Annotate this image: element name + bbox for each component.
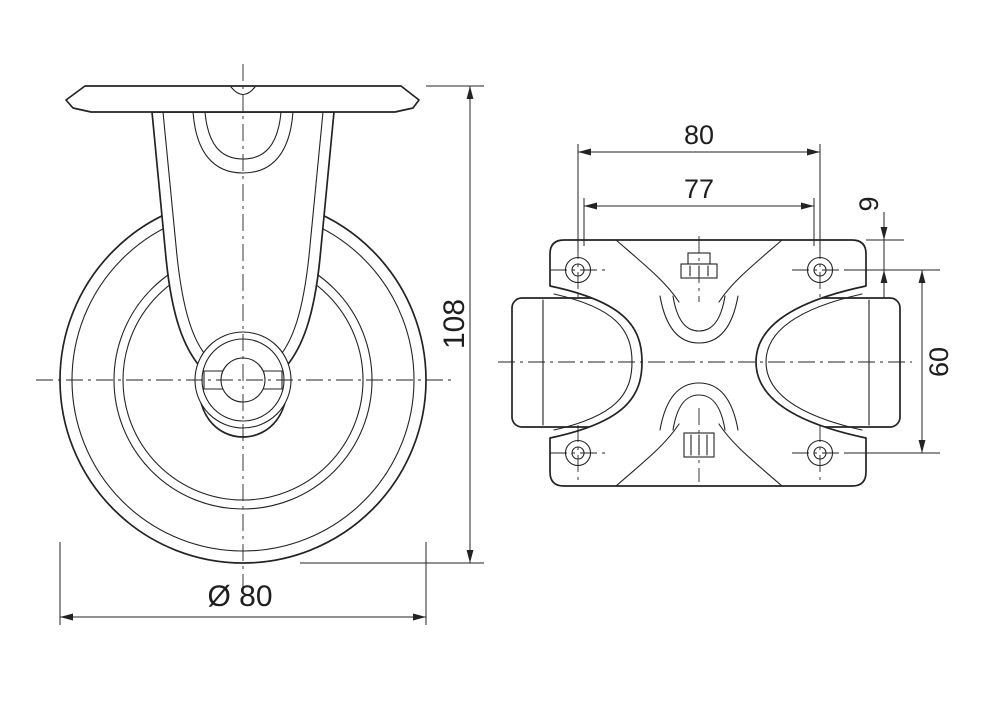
dim-label-60: 60 [924,347,954,377]
fork-leg-bottom-inner [672,394,726,431]
mounting-plate-side [65,85,420,113]
waist-inner-right [765,293,863,431]
fork-leg-bottom-outer [659,382,739,431]
dimension-inner-width-77: 77 [583,174,815,246]
dim-label-80: 80 [684,120,714,150]
bolt-hole-bottom-left [550,425,606,481]
centerlines-top-view [498,236,912,482]
centerlines-side-view [36,64,452,602]
rib-bottom-left [615,423,680,487]
dim-label-height: 108 [438,299,471,349]
dimension-edge-offset-9: 9 [854,196,904,298]
dimension-wheel-diameter: Ø 80 [59,542,427,625]
top-view: 80 77 9 60 [498,120,954,487]
fork-leg-top-inner [672,295,726,332]
dim-label-9: 9 [854,196,884,211]
rib-bottom-right [718,423,783,487]
dimension-plate-width-80: 80 [577,120,821,252]
mounting-plate-top [549,239,867,487]
dimension-overall-height: 108 [300,85,484,564]
bolt-holes [550,242,848,481]
fork-inner-edge-left [162,111,208,358]
fork-leg-top-outer [659,295,739,344]
dimension-hole-spacing-60: 60 [846,269,954,454]
fork-inner-edge-right [278,111,324,358]
rib-top-right [718,239,783,303]
rib-top-left [615,239,680,303]
dome-outer-arc [192,111,294,174]
bolt-hole-top-right [792,242,848,298]
bolt-hole-bottom-right [792,425,848,481]
side-view: 108 Ø 80 [36,64,484,625]
dim-label-77: 77 [684,174,714,204]
dim-label-diameter: Ø 80 [207,580,272,613]
